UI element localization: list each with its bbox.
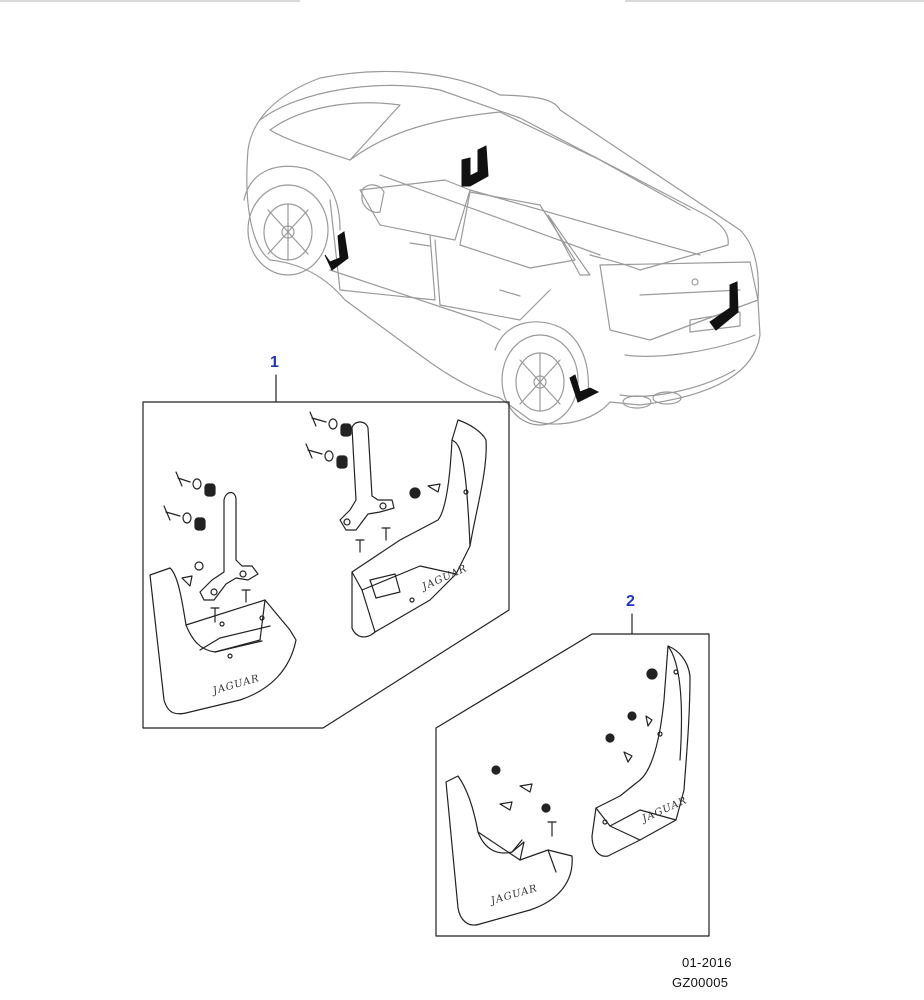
callout-1[interactable]: 1 [270, 354, 279, 371]
top-rule-right [625, 0, 924, 2]
front-left-mudflap [149, 567, 297, 715]
rear-right-mudflap [591, 645, 691, 857]
front-kit-frame [142, 401, 510, 729]
front-left-bracket [199, 491, 259, 601]
footer-date: 01-2016 [682, 955, 732, 970]
rear-kit-group [435, 613, 710, 937]
rear-kit-frame [435, 633, 710, 937]
front-right-fasteners [305, 411, 441, 553]
vehicle-mudflap-highlights [324, 145, 739, 403]
rear-left-mudflap [445, 775, 573, 926]
footer-code: GZ00005 [672, 975, 729, 990]
rear-right-mudflap-logo: JAGUAR [639, 795, 689, 825]
front-right-bracket [339, 421, 395, 531]
callout-2[interactable]: 2 [626, 593, 635, 610]
rear-left-mudflap-logo: JAGUAR [488, 883, 539, 907]
top-rule-left [0, 0, 300, 2]
rear-fasteners [491, 668, 658, 837]
front-mudflap-logo: JAGUAR [210, 673, 261, 697]
front-right-mudflap [351, 419, 487, 638]
vehicle-illustration [243, 70, 761, 426]
front-kit-group [142, 374, 510, 729]
front-left-fasteners [163, 471, 251, 623]
